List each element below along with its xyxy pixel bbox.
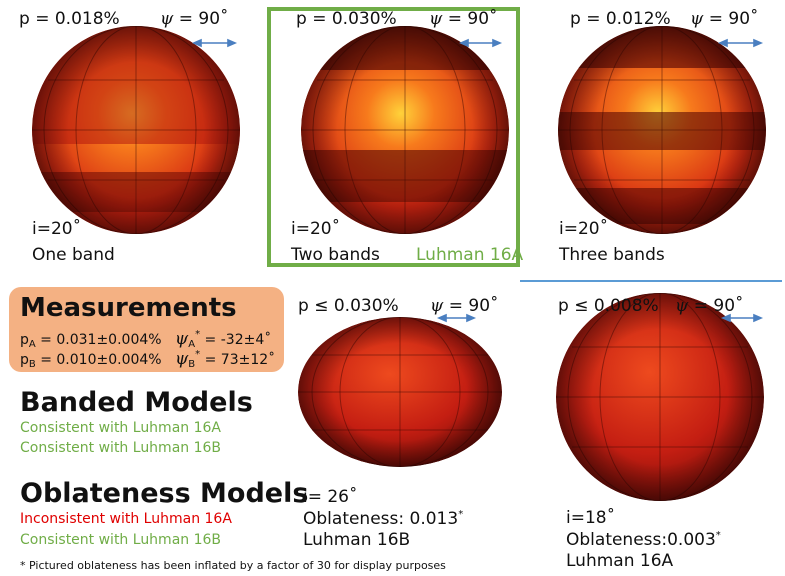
panel5-polarization: p ≤ 0.008%: [558, 296, 659, 316]
panel1-inclination: i=20˚: [32, 219, 82, 239]
panel3-inclination: i=20˚: [559, 219, 609, 239]
panel2-caption: Two bands: [291, 245, 380, 265]
oblate-line-1: Inconsistent with Luhman 16A: [20, 511, 232, 527]
panel2-inclination: i=20˚: [291, 219, 341, 239]
psi-value: = 90˚: [693, 296, 744, 316]
panel5-target: Luhman 16A: [566, 551, 674, 571]
sphere-two-bands: [301, 26, 509, 234]
divider-line: [520, 280, 782, 282]
panel4-oblateness: Oblateness: 0.013*: [303, 509, 463, 529]
sphere-three-bands: [558, 26, 766, 234]
panel4-target: Luhman 16B: [303, 530, 411, 550]
panel2-psi: ψ = 90˚: [429, 9, 498, 29]
oblateness-models-title: Oblateness Models: [20, 478, 309, 509]
psi-subscript: A: [188, 339, 196, 350]
oblateness-value: Oblateness: 0.013: [303, 509, 459, 529]
panel2-polarization: p = 0.030%: [296, 9, 397, 29]
psi-subscript: B: [188, 359, 196, 370]
p-subscript: B: [28, 359, 36, 370]
measurements-box: [9, 287, 284, 372]
panel3-caption: Three bands: [559, 245, 665, 265]
p-value: = 0.031±0.004%: [35, 332, 162, 348]
panel1-polarization: p = 0.018%: [19, 9, 120, 29]
oblateness-footnote-mark: *: [715, 530, 721, 541]
psi-value: = -32±4˚: [200, 332, 272, 348]
psi-superscript: *: [195, 329, 201, 340]
psi-value: = 90˚: [448, 296, 499, 316]
banded-line-2: Consistent with Luhman 16B: [20, 440, 222, 456]
psi-symbol: ψ: [160, 9, 174, 29]
psi-symbol: ψ: [174, 349, 189, 369]
oblateness-value: Oblateness:0.003: [566, 530, 716, 550]
p-symbol: p: [20, 332, 29, 348]
panel5-oblateness: Oblateness:0.003*: [566, 530, 721, 550]
psi-value: = 90˚: [708, 9, 759, 29]
psi-symbol: ψ: [429, 9, 443, 29]
psi-value: = 90˚: [178, 9, 229, 29]
measurements-title: Measurements: [20, 293, 237, 323]
psi-superscript: *: [195, 349, 201, 360]
p-value: = 0.010±0.004%: [35, 352, 162, 368]
banded-models-title: Banded Models: [20, 387, 253, 418]
oblateness-footnote-mark: *: [458, 509, 464, 520]
psi-symbol: ψ: [690, 9, 704, 29]
panel3-psi: ψ = 90˚: [690, 9, 759, 29]
psi-symbol: ψ: [675, 296, 689, 316]
panel1-caption: One band: [32, 245, 115, 265]
panel4-polarization: p ≤ 0.030%: [298, 296, 399, 316]
oblate-sphere-16a: [556, 293, 764, 501]
measurement-b: pB = 0.010±0.004% ψB* = 73±12˚: [20, 349, 275, 370]
psi-symbol: ψ: [430, 296, 444, 316]
psi-value: = 73±12˚: [200, 352, 276, 368]
oblate-sphere-16b: [298, 317, 502, 467]
footnote: * Pictured oblateness has been inflated …: [20, 559, 446, 572]
psi-value: = 90˚: [447, 9, 498, 29]
sphere-one-band: [32, 26, 240, 234]
highlight-box: [267, 7, 520, 267]
polarization-arrows: [191, 38, 764, 323]
panel4-psi: ψ = 90˚: [430, 296, 499, 316]
banded-line-1: Consistent with Luhman 16A: [20, 420, 221, 436]
oblate-line-2: Consistent with Luhman 16B: [20, 532, 222, 548]
panel5-psi: ψ = 90˚: [675, 296, 744, 316]
p-subscript: A: [28, 339, 36, 350]
panel3-polarization: p = 0.012%: [570, 9, 671, 29]
p-symbol: p: [20, 352, 29, 368]
panel5-inclination: i=18˚: [566, 508, 616, 528]
panel4-inclination: i= 26˚: [303, 487, 358, 507]
measurement-a: pA = 0.031±0.004% ψA* = -32±4˚: [20, 329, 271, 350]
panel2-target: Luhman 16A: [416, 245, 524, 265]
psi-symbol: ψ: [174, 329, 189, 349]
panel1-psi: ψ = 90˚: [160, 9, 229, 29]
